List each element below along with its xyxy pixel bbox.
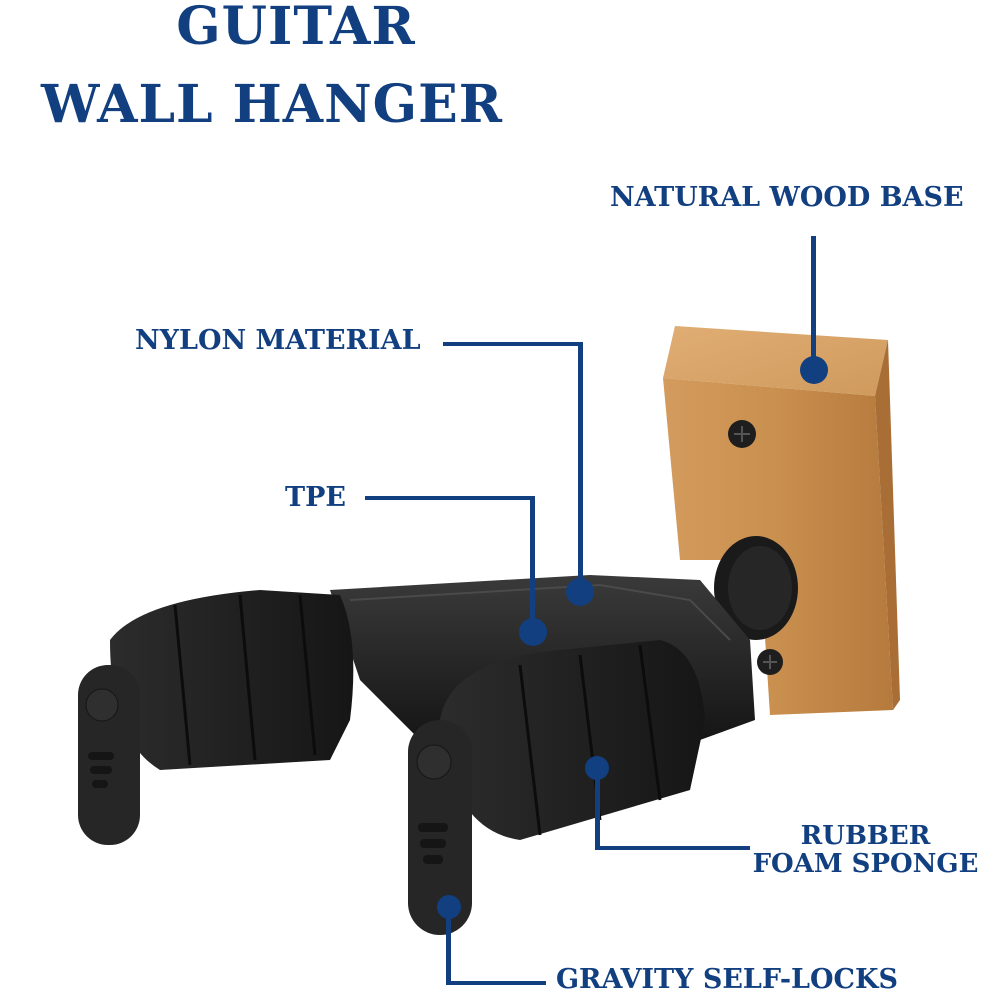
callout-nylon-line-h xyxy=(443,342,583,346)
callout-locks-label: GRAVITY SELF-LOCKS xyxy=(556,964,899,995)
callout-foam-line-v xyxy=(595,770,600,850)
callout-foam-label-line-1: RUBBER xyxy=(800,821,931,851)
callout-foam-label: RUBBER FOAM SPONGE xyxy=(748,822,983,878)
callout-wood-base-label: NATURAL WOOD BASE xyxy=(610,182,964,213)
callout-tpe-line-v xyxy=(530,496,535,621)
callout-nylon-label: NYLON MATERIAL xyxy=(135,325,421,356)
callout-locks-line-h xyxy=(446,981,546,985)
page-title-line-1: GUITAR xyxy=(176,0,416,57)
left-foam-arm xyxy=(110,590,354,770)
callout-tpe-label: TPE xyxy=(285,482,346,513)
callout-foam-line-h xyxy=(595,846,750,850)
callout-wood-base-line xyxy=(811,236,816,368)
callout-nylon-line-v xyxy=(578,342,583,582)
callout-tpe-line-h xyxy=(365,496,535,500)
callout-locks-line-v xyxy=(446,905,451,985)
right-foam-arm xyxy=(440,640,705,840)
callout-nylon-dot xyxy=(566,578,594,606)
callout-foam-label-line-2: FOAM SPONGE xyxy=(752,849,979,879)
callout-tpe-dot xyxy=(519,618,547,646)
page-title-line-2: WALL HANGER xyxy=(41,74,503,135)
callout-wood-base-dot xyxy=(800,356,828,384)
